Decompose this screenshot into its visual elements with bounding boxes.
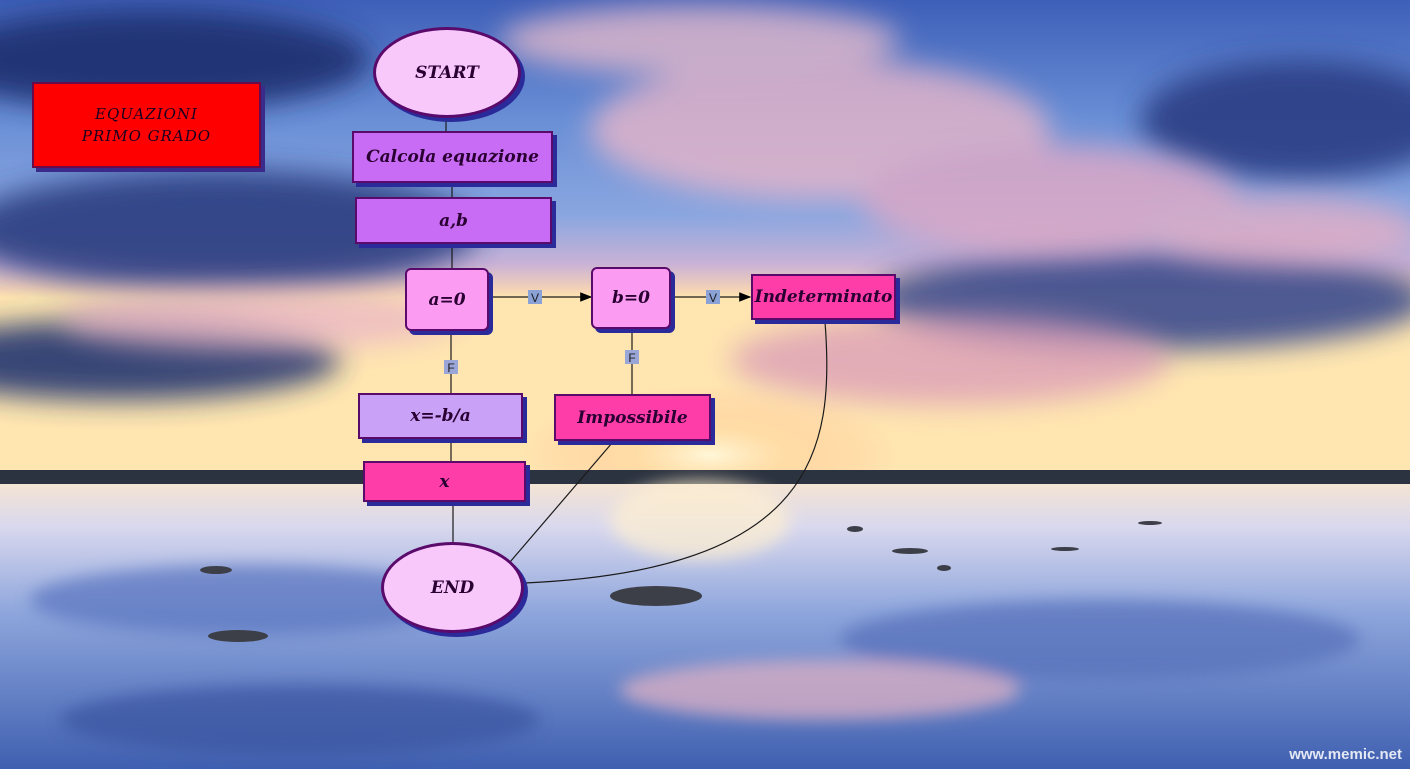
start-label: START <box>415 62 479 83</box>
start-node[interactable]: START <box>373 27 521 118</box>
title-line-2: PRIMO GRADO <box>81 127 212 145</box>
label-a-true: V <box>531 291 539 305</box>
impossibile-label: Impossibile <box>577 407 688 428</box>
formula-label: x=-b/a <box>410 406 471 426</box>
watermark: www.memic.net <box>1289 746 1402 763</box>
end-node[interactable]: END <box>381 542 524 633</box>
indeterminato-box[interactable]: Indeterminato <box>751 274 896 320</box>
end-label: END <box>430 577 475 598</box>
formula-box[interactable]: x=-b/a <box>358 393 523 439</box>
input-label: a,b <box>439 210 468 231</box>
indeterminato-label: Indeterminato <box>754 287 893 307</box>
condition-a-zero[interactable]: a=0 <box>405 268 489 331</box>
impossibile-box[interactable]: Impossibile <box>554 394 711 441</box>
label-b-true: V <box>709 291 717 305</box>
condition-b-label: b=0 <box>612 288 650 308</box>
label-a-false: F <box>447 361 454 375</box>
output-label: x <box>439 471 450 492</box>
calcola-label: Calcola equazione <box>366 147 539 167</box>
label-b-false: F <box>628 351 635 365</box>
edge-indeterminato-end <box>524 321 828 584</box>
condition-a-label: a=0 <box>428 289 466 310</box>
title-line-1: EQUAZIONI <box>95 105 198 123</box>
output-x-box[interactable]: x <box>363 461 526 502</box>
input-ab-box[interactable]: a,b <box>355 197 552 244</box>
title-box: EQUAZIONI PRIMO GRADO <box>32 82 261 168</box>
calcola-equazione-box[interactable]: Calcola equazione <box>352 131 553 183</box>
condition-b-zero[interactable]: b=0 <box>591 267 671 329</box>
edge-impossibile-end <box>509 442 613 563</box>
